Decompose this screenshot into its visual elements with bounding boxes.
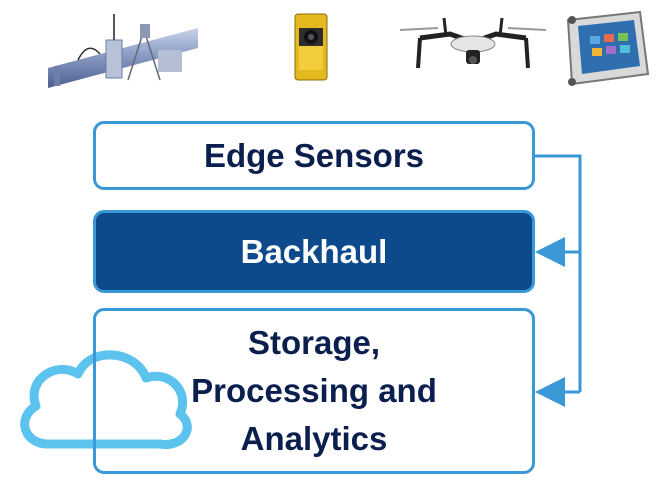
storage-line-2: Processing and <box>191 372 437 409</box>
rugged-tablet-icon <box>566 10 650 86</box>
backhaul-box: Backhaul <box>93 210 535 293</box>
backhaul-label: Backhaul <box>240 232 388 270</box>
storage-line-3: Analytics <box>240 420 388 457</box>
edge-sensors-label: Edge Sensors <box>203 136 425 174</box>
storage-label: Storage, Processing and Analytics <box>191 319 437 463</box>
storage-processing-analytics-box: Storage, Processing and Analytics <box>93 308 535 474</box>
storage-line-1: Storage, <box>247 324 381 361</box>
pipeline-sensor-icon <box>48 14 198 88</box>
edge-sensors-box: Edge Sensors <box>93 121 535 190</box>
drone-icon <box>399 17 547 69</box>
connector-main-line <box>535 154 582 392</box>
industrial-camera-icon <box>294 13 328 81</box>
cloud-icon <box>20 350 192 449</box>
